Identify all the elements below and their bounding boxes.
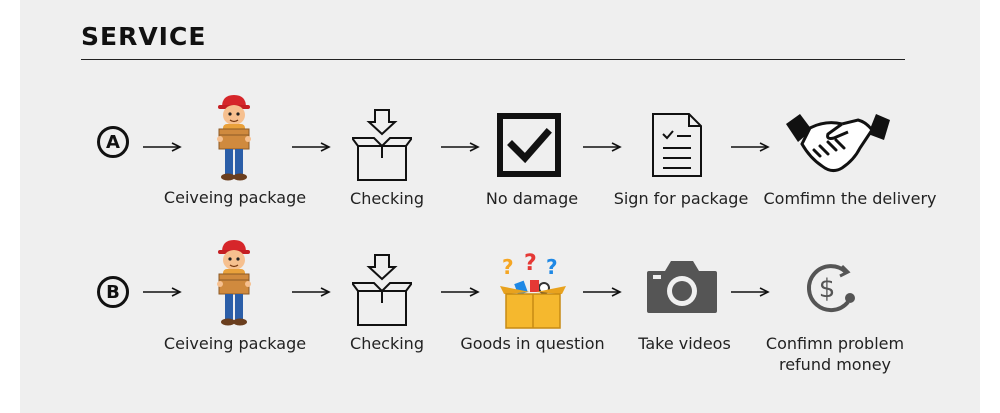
open-box-icon — [352, 254, 412, 326]
service-panel — [20, 0, 980, 413]
svg-text:?: ? — [524, 252, 537, 276]
arrow-icon — [291, 287, 330, 297]
checkbox-icon — [497, 113, 561, 177]
svg-text:?: ? — [502, 255, 514, 279]
step-label: Checking — [350, 189, 424, 208]
delivery-person-icon — [216, 94, 252, 182]
question-box-icon: ? ? ? — [500, 252, 566, 329]
arrow-icon — [142, 142, 181, 152]
step-label: Goods in question — [460, 334, 605, 353]
row-b-badge: B — [97, 276, 129, 308]
svg-text:?: ? — [546, 255, 558, 279]
step-label: Confimn problem refund money — [760, 333, 910, 375]
step-label-line: Confimn problem — [765, 334, 905, 353]
arrow-icon — [730, 287, 769, 297]
step-label: Take videos — [638, 334, 731, 353]
step-label: Sign for package — [613, 189, 749, 208]
open-box-icon — [352, 109, 412, 181]
step-label: No damage — [485, 189, 579, 208]
step-label: Ceiveing package — [163, 334, 307, 353]
delivery-person-icon — [216, 239, 252, 327]
arrow-icon — [291, 142, 330, 152]
step-label: Checking — [350, 334, 424, 353]
svg-text:$: $ — [819, 274, 836, 304]
arrow-icon — [582, 142, 621, 152]
arrow-icon — [730, 142, 769, 152]
section-title: SERVICE — [81, 22, 207, 51]
arrow-icon — [440, 142, 479, 152]
step-label-line: refund money — [778, 355, 892, 374]
arrow-icon — [440, 287, 479, 297]
row-a-badge: A — [97, 126, 129, 158]
refund-dollar-icon: $ — [806, 264, 855, 313]
arrow-icon — [582, 287, 621, 297]
title-underline — [81, 59, 905, 60]
document-icon — [652, 113, 702, 177]
arrow-icon — [142, 287, 181, 297]
handshake-icon — [786, 114, 890, 173]
step-label: Comfimn the delivery — [763, 189, 937, 208]
camera-icon — [647, 261, 717, 313]
step-label: Ceiveing package — [163, 188, 307, 207]
